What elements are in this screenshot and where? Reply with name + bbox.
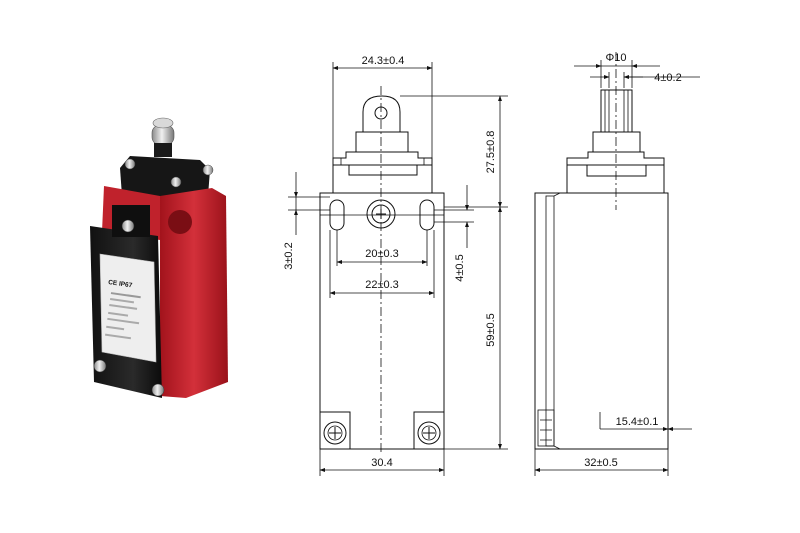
dim-depth-detail: 15.4±0.1	[616, 416, 659, 428]
product-label-text: CE IP67	[108, 279, 133, 289]
side-body-outline	[534, 192, 669, 450]
product-photo: CE IP67	[90, 117, 228, 398]
dim-slot-offset: 4±0.5	[454, 254, 466, 281]
dim-head-height: 27.5±0.8	[485, 131, 497, 174]
front-body-outline	[319, 192, 445, 450]
dim-body-height: 59±0.5	[485, 313, 497, 347]
dim-slot-height: 3±0.2	[283, 242, 295, 269]
dim-body-depth: 32±0.5	[584, 457, 618, 469]
side-view-dimensions: Φ10 4±0.2 15.4±0.1 32±0.5	[534, 52, 700, 476]
side-view-drawing	[534, 52, 669, 450]
dim-slot-spacing: 22±0.3	[365, 279, 399, 291]
dim-hole-spacing: 20±0.3	[365, 248, 399, 260]
dim-roller-width: 4±0.2	[654, 72, 681, 84]
dim-roller-diameter: Φ10	[605, 52, 626, 64]
front-view-dimensions: 24.3±0.4 20±0.3 22±0.3 3±0.2 4±0.5 27.5±…	[283, 55, 508, 476]
front-view-drawing	[319, 86, 445, 455]
dim-body-width: 30.4	[371, 457, 392, 469]
dim-width-top: 24.3±0.4	[362, 55, 405, 67]
